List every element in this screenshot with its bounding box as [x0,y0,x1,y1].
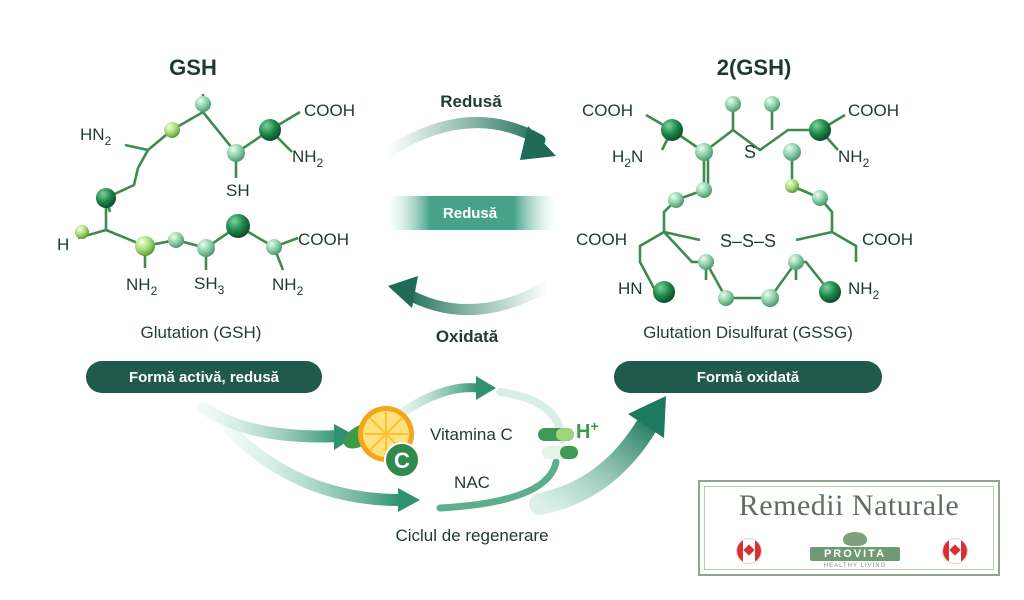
gssg-group-cooh-ml: COOH [576,230,627,249]
gsh-groups: HN2 COOH NH2 SH H COOH NH2 SH3 NH2 [57,101,355,298]
canada-flag-icon [942,538,968,564]
gssg-group-cooh-tr: COOH [848,101,899,120]
vitamin-c-badge-icon: C [384,442,420,478]
gsh-atom [259,119,281,141]
gsh-group-nh2-top: NH2 [292,147,324,170]
gssg-groups: COOH H2N S COOH NH2 COOH S–S–S COOH HN N… [576,101,913,302]
regeneration-cycle-label: Ciclul de regenerare [395,526,548,545]
watermark-title: Remedii Naturale [738,489,960,522]
gsh-caption: Glutation (GSH) [141,323,262,342]
gsh-atom [195,96,211,112]
flow-to-nac-head [398,488,420,512]
lemon-icon [343,406,414,462]
gssg-atom [809,119,831,141]
proton-label: H+ [576,418,599,443]
gsh-atom [164,122,180,138]
provita-tagline: HEALTHY LIVING [823,563,887,569]
gsh-group-sh3: SH3 [194,274,225,297]
flow-to-nac [224,424,406,506]
watermark-frame [704,486,994,570]
gssg-atom [661,119,683,141]
flow-to-vitamin-c [198,402,346,443]
gssg-group-nh2-tr: NH2 [838,147,870,170]
gsh-atom [227,144,245,162]
gssg-group-cooh-tl: COOH [582,101,633,120]
reduce-band-label: Redusă [443,205,498,222]
gsh-atoms [75,96,282,257]
flow-to-vitamin-c-head [334,424,356,450]
oxidize-arrow-label: Oxidată [436,327,499,346]
cycle-arc-top-head [476,376,496,400]
reduce-arrow-label: Redusă [440,92,502,111]
gssg-atom [785,179,799,193]
gssg-atom [783,143,801,161]
gssg-group-nh2-br: NH2 [848,279,880,302]
gssg-atom [718,290,734,306]
flow-to-gssg [529,409,661,515]
gssg-atom [761,289,779,307]
gsh-state-label: Formă activă, redusă [129,369,280,386]
gsh-group-cooh-top: COOH [304,101,355,120]
gsh-atom [197,239,215,257]
cycle-arc-bottom [436,458,560,512]
reduce-arrow [382,117,546,158]
gsh-atom [266,239,282,255]
gssg-atom [668,192,684,208]
flow-to-gssg-head [628,396,666,438]
capsule-icon [538,428,578,459]
gssg-atom [698,254,714,270]
gsh-atom [75,225,89,239]
gsh-atom [96,188,116,208]
gssg-state-label: Formă oxidată [697,369,800,386]
gsh-state-pill: Formă activă, redusă [86,361,322,393]
tree-icon [843,532,867,546]
gssg-title: 2(GSH) [717,55,792,80]
redox-arrows: Redusă Redusă Oxidată [382,92,556,346]
gssg-atom [819,281,841,303]
gssg-state-pill: Formă oxidată [614,361,882,393]
gssg-atom [764,96,780,112]
gssg-group-s-top: S [744,142,756,162]
gssg-atom [696,182,712,198]
gssg-group-hn: HN [618,279,643,298]
gssg-atom [725,96,741,112]
gsh-group-h: H [57,235,69,254]
watermark: Remedii Naturale PROVITA HEALTHY LIVING [698,480,1000,576]
gssg-disulfide-bridge: S–S–S [720,231,776,251]
gssg-group-cooh-mr: COOH [862,230,913,249]
gssg-atom [653,281,675,303]
gssg-atom [695,143,713,161]
provita-brand: PROVITA [810,547,900,561]
reduce-arrowhead [520,126,556,160]
gssg-atom [812,190,828,206]
gssg-atoms [653,96,841,307]
vitamin-c-label: Vitamina C [430,425,513,444]
svg-text:C: C [394,448,410,473]
canada-flag-icon [736,538,762,564]
gsh-atom [226,214,250,238]
gsh-atom [168,232,184,248]
gsh-group-cooh-mid: COOH [298,230,349,249]
oxidize-arrowhead [388,276,418,308]
gssg-group-h2n: H2N [612,147,643,170]
nac-label: NAC [454,473,490,492]
gssg-atom [788,254,804,270]
gsh-group-nh2-bl: NH2 [126,275,158,298]
provita-logo: PROVITA HEALTHY LIVING [810,532,900,569]
gsh-molecule: GSH HN2 [57,55,355,393]
reduce-band [388,196,556,230]
gsh-title: GSH [169,55,217,80]
gssg-caption: Glutation Disulfurat (GSSG) [643,323,853,342]
oxidize-arrow [398,280,554,316]
gsh-group-nh2-br: NH2 [272,275,304,298]
regeneration-cycle: C Vitamina C H+ NAC Ciclul de regenerare [198,376,666,545]
gsh-group-sh: SH [226,181,250,200]
gssg-molecule: 2(GSH) [576,55,913,393]
gsh-group-hn2: HN2 [80,125,112,148]
gsh-atom [135,236,155,256]
